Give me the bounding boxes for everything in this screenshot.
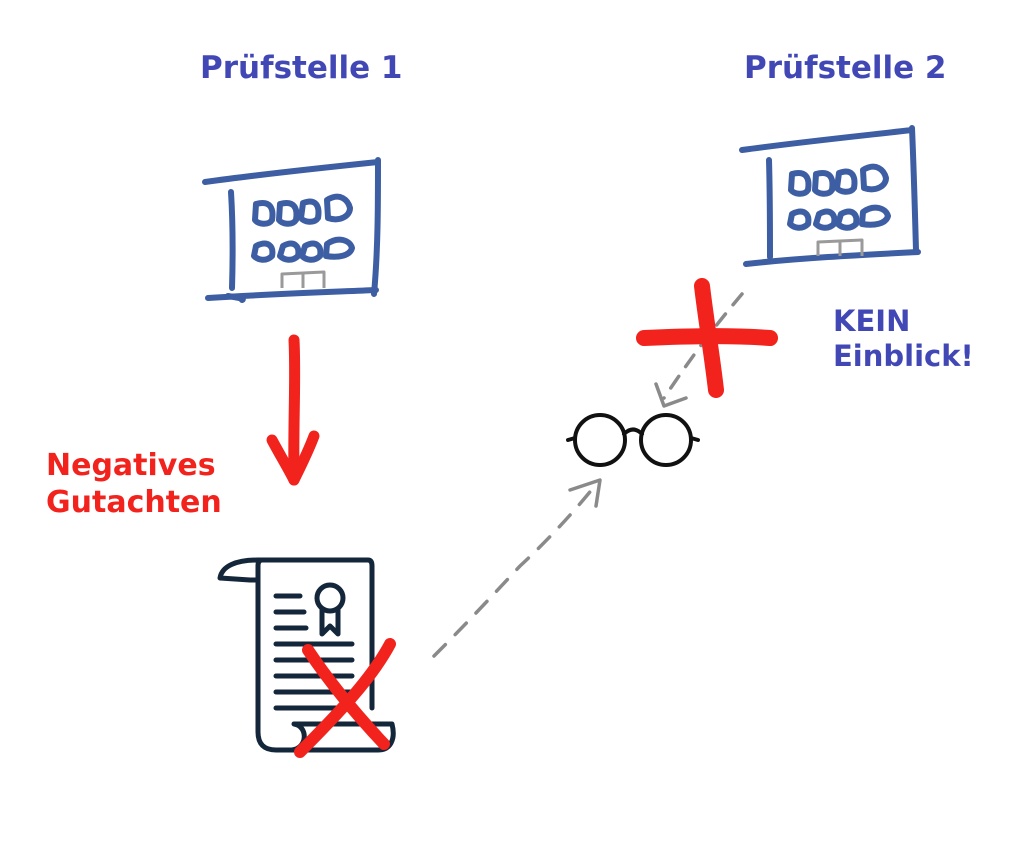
no-access-label-line2: Einblick! [833,339,974,374]
negative-report-label: Negatives Gutachten [46,448,222,521]
blocked-cross-icon [636,278,778,398]
no-access-label: KEIN Einblick! [833,304,974,375]
negative-report-label-line1: Negatives [46,448,216,483]
negative-report-label-line2: Gutachten [46,484,222,520]
arrowhead-icon-from-station-2 [654,382,688,408]
station-1-label: Prüfstelle 1 [200,50,403,86]
dashed-arrow-to-glasses [432,480,600,658]
building-icon-station-1 [202,157,381,303]
door-icon-station-1 [280,270,326,288]
no-access-label-line1: KEIN [833,304,911,338]
building-icon-station-2 [739,125,921,267]
rejected-cross-icon [294,638,396,758]
down-arrow-icon [266,334,320,486]
door-icon-station-2 [816,238,864,256]
station-2-label: Prüfstelle 2 [744,50,947,86]
arrowhead-icon-to-glasses [568,478,602,508]
glasses-icon [566,413,700,467]
